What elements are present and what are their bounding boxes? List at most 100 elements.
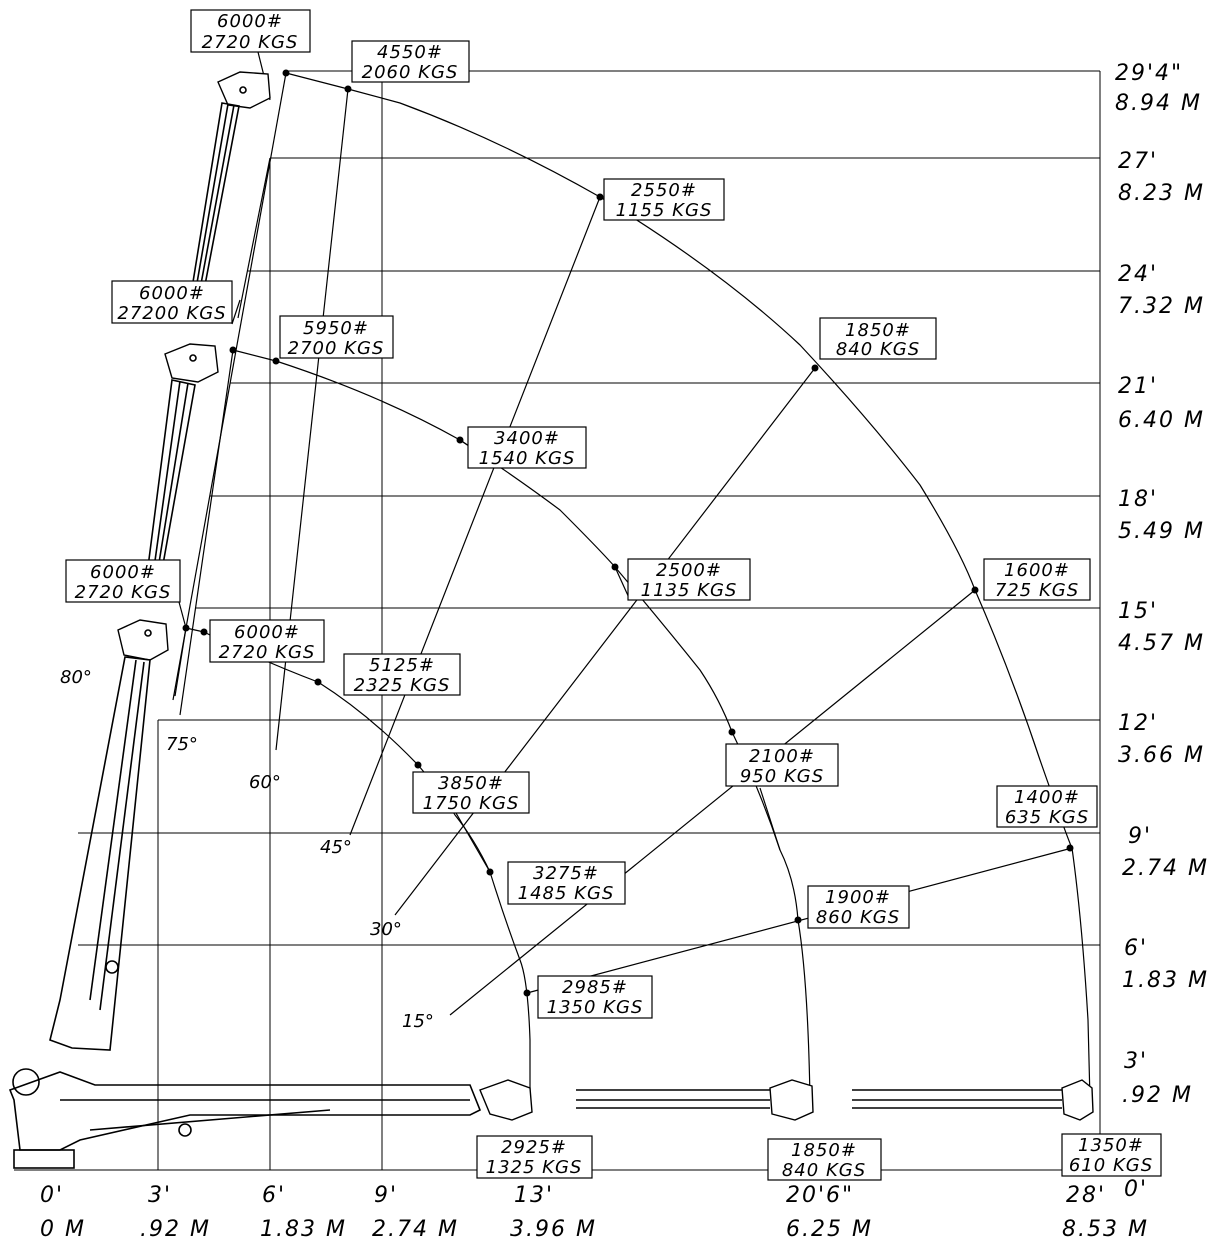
x-label-m: 6.25 M (786, 1217, 873, 1242)
x-label-m: .92 M (140, 1217, 211, 1242)
y-label-m: 2.74 M (1122, 856, 1209, 881)
load-label-lb: 2500# (656, 560, 722, 581)
load-label-kg: 1155 KGS (616, 200, 713, 221)
x-label-ft: 0' (40, 1183, 64, 1208)
y-label-ft: 6' (1124, 936, 1148, 961)
load-label-lb: 3275# (533, 863, 599, 884)
crane-boom-extended (192, 71, 271, 286)
load-label-kg: 1485 KGS (518, 883, 615, 904)
load-label-kg: 725 KGS (995, 580, 1079, 601)
y-label-m: 8.94 M (1115, 91, 1202, 116)
load-label-lb: 2550# (631, 180, 697, 201)
load-label-kg: 1135 KGS (641, 580, 738, 601)
crane-boom-mid (147, 343, 219, 571)
y-axis-labels: 29'4" 8.94 M 27' 8.23 M 24' 7.32 M 21' 6… (1115, 61, 1209, 1202)
data-point (229, 346, 237, 354)
angle-label: 75° (166, 734, 198, 755)
angle-label: 60° (249, 772, 281, 793)
y-label-m: .92 M (1122, 1083, 1193, 1108)
x-label-ft: 9' (374, 1183, 398, 1208)
x-label-m: 3.96 M (510, 1217, 597, 1242)
load-label-kg: 2720 KGS (75, 582, 172, 603)
x-label-m: 2.74 M (372, 1217, 459, 1242)
load-label-kg: 2720 KGS (202, 32, 299, 53)
data-point (794, 916, 802, 924)
data-point (728, 728, 736, 736)
load-label-lb: 6000# (90, 562, 156, 583)
load-label-kg: 635 KGS (1005, 807, 1089, 828)
angle-labels: 80° 75° 60° 45° 30° 15° (60, 667, 434, 1032)
load-label-kg: 1325 KGS (486, 1157, 583, 1178)
y-label-m: 7.32 M (1118, 294, 1205, 319)
data-point (414, 761, 422, 769)
load-label-kg: 840 KGS (836, 339, 920, 360)
angle-label: 30° (370, 919, 402, 940)
y-label-m: 6.40 M (1118, 408, 1205, 433)
load-label-lb: 1600# (1004, 560, 1070, 581)
load-label-lb: 1350# (1078, 1135, 1144, 1156)
data-point (282, 69, 290, 77)
load-label-lb: 1900# (825, 887, 891, 908)
load-labels: 6000# 2720 KGS 4550# 2060 KGS 2550# 1155… (65, 9, 1162, 1181)
load-label-kg: 1350 KGS (547, 997, 644, 1018)
crane-boom-horizontal-mid (576, 1079, 814, 1121)
load-label-kg: 2720 KGS (219, 642, 316, 663)
grid (14, 70, 1101, 1171)
load-label-lb: 4550# (377, 42, 443, 63)
load-label-lb: 1850# (845, 320, 911, 341)
boom-line-80 (174, 627, 187, 697)
load-label-kg: 27200 KGS (117, 303, 226, 324)
y-label-ft: 0' (1124, 1177, 1148, 1202)
data-point (200, 628, 208, 636)
x-label-ft: 20'6" (786, 1183, 854, 1208)
load-label-kg: 950 KGS (740, 766, 824, 787)
crane-boom-retracted (49, 619, 169, 1051)
crane-base (8, 1068, 533, 1169)
angle-label: 80° (60, 667, 92, 688)
load-label-kg: 2060 KGS (362, 62, 459, 83)
angle-label: 15° (402, 1011, 434, 1032)
data-point (272, 357, 280, 365)
load-label-lb: 3400# (494, 428, 560, 449)
load-label-kg: 1750 KGS (423, 793, 520, 814)
data-point (344, 85, 352, 93)
load-label-kg: 610 KGS (1069, 1155, 1153, 1176)
y-label-ft: 29'4" (1115, 61, 1183, 86)
boom-line-15 (449, 589, 976, 1016)
load-label-kg: 2325 KGS (354, 675, 451, 696)
data-point (314, 678, 322, 686)
y-label-ft: 18' (1118, 487, 1158, 512)
x-label-m: 1.83 M (260, 1217, 347, 1242)
x-axis-labels: 0' 0 M 3' .92 M 6' 1.83 M 9' 2.74 M 13' … (40, 1183, 1149, 1242)
y-label-ft: 3' (1124, 1049, 1148, 1074)
angle-label: 45° (320, 837, 352, 858)
boom-line-45 (349, 196, 601, 836)
y-label-m: 4.57 M (1118, 631, 1205, 656)
load-label-lb: 6000# (217, 11, 283, 32)
load-label-kg: 2700 KGS (288, 338, 385, 359)
y-label-ft: 12' (1118, 711, 1158, 736)
y-label-ft: 21' (1118, 374, 1158, 399)
crane-boom-horizontal-extended (852, 1079, 1094, 1121)
x-label-ft: 28' (1066, 1183, 1106, 1208)
data-point (811, 364, 819, 372)
data-point (971, 586, 979, 594)
x-label-m: 8.53 M (1062, 1217, 1149, 1242)
y-label-m: 1.83 M (1122, 968, 1209, 993)
y-label-m: 3.66 M (1118, 743, 1205, 768)
x-label-m: 0 M (40, 1217, 86, 1242)
load-label-kg: 860 KGS (816, 907, 900, 928)
load-label-lb: 5950# (303, 318, 369, 339)
y-label-m: 8.23 M (1118, 181, 1205, 206)
x-label-ft: 13' (514, 1183, 554, 1208)
load-label-lb: 5125# (369, 655, 435, 676)
load-label-kg: 1540 KGS (479, 448, 576, 469)
data-point (523, 989, 531, 997)
x-label-ft: 3' (148, 1183, 172, 1208)
y-label-ft: 9' (1128, 824, 1152, 849)
load-label-lb: 2925# (501, 1137, 567, 1158)
boom-line-75 (172, 72, 287, 701)
y-label-ft: 27' (1118, 149, 1158, 174)
y-label-m: 5.49 M (1118, 519, 1205, 544)
